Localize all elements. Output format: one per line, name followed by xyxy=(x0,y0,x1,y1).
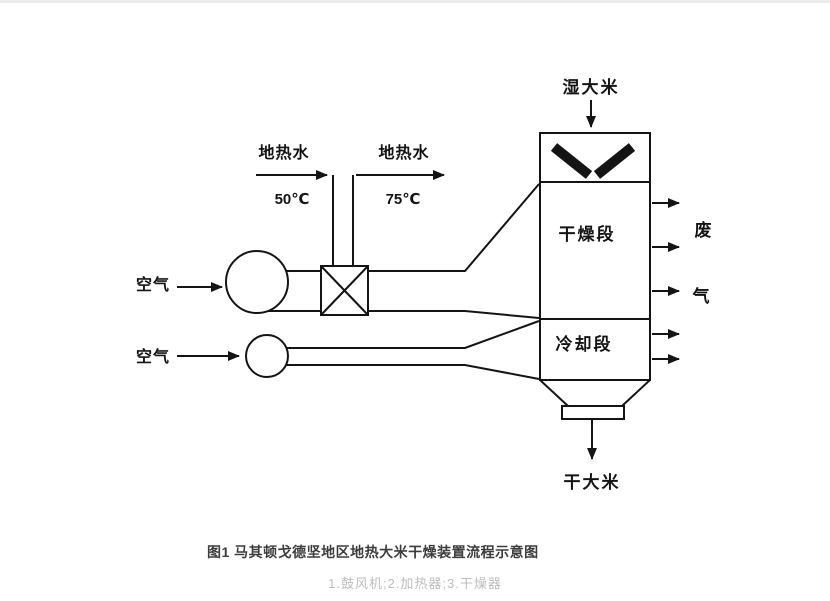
feed-chute-right-mark xyxy=(593,143,636,179)
air-label-1: 空气 xyxy=(136,275,170,294)
dryer-tower xyxy=(539,132,651,381)
figure-legend: 1.鼓风机;2.加热器;3.干燥器 xyxy=(328,576,502,591)
process-flow-diagram: 湿大米 地热水 地热水 50℃ 75℃ 空气 空气 干燥段 冷却段 废 气 干大… xyxy=(136,77,714,492)
lower-duct-bottom-line xyxy=(255,364,540,380)
lower-duct-top-line xyxy=(255,320,540,349)
dry-rice-label: 干大米 xyxy=(564,472,621,492)
blower-1 xyxy=(225,250,289,314)
temp-label-50: 50℃ xyxy=(275,191,310,208)
temp-label-75: 75℃ xyxy=(386,191,421,208)
upper-duct-bottom-line xyxy=(250,310,540,319)
wet-rice-label: 湿大米 xyxy=(563,77,620,97)
air-label-2: 空气 xyxy=(136,347,170,366)
feed-chute-left-mark xyxy=(550,143,593,179)
hopper-right-line xyxy=(621,379,651,407)
cooling-section-label: 冷却段 xyxy=(556,334,613,354)
waste-label: 废 xyxy=(695,220,714,240)
geothermal-water-label-1: 地热水 xyxy=(258,143,309,162)
blower-2 xyxy=(245,334,289,378)
geothermal-water-label-2: 地热水 xyxy=(378,143,429,162)
heater-x-diagonal-2 xyxy=(320,265,369,316)
gas-label: 气 xyxy=(692,286,712,306)
outlet-flange xyxy=(561,405,625,420)
drying-section-label: 干燥段 xyxy=(559,224,616,244)
hopper-left-line xyxy=(539,379,569,407)
figure-caption: 图1 马其顿戈德坚地区地热大米干燥装置流程示意图 xyxy=(207,544,539,560)
